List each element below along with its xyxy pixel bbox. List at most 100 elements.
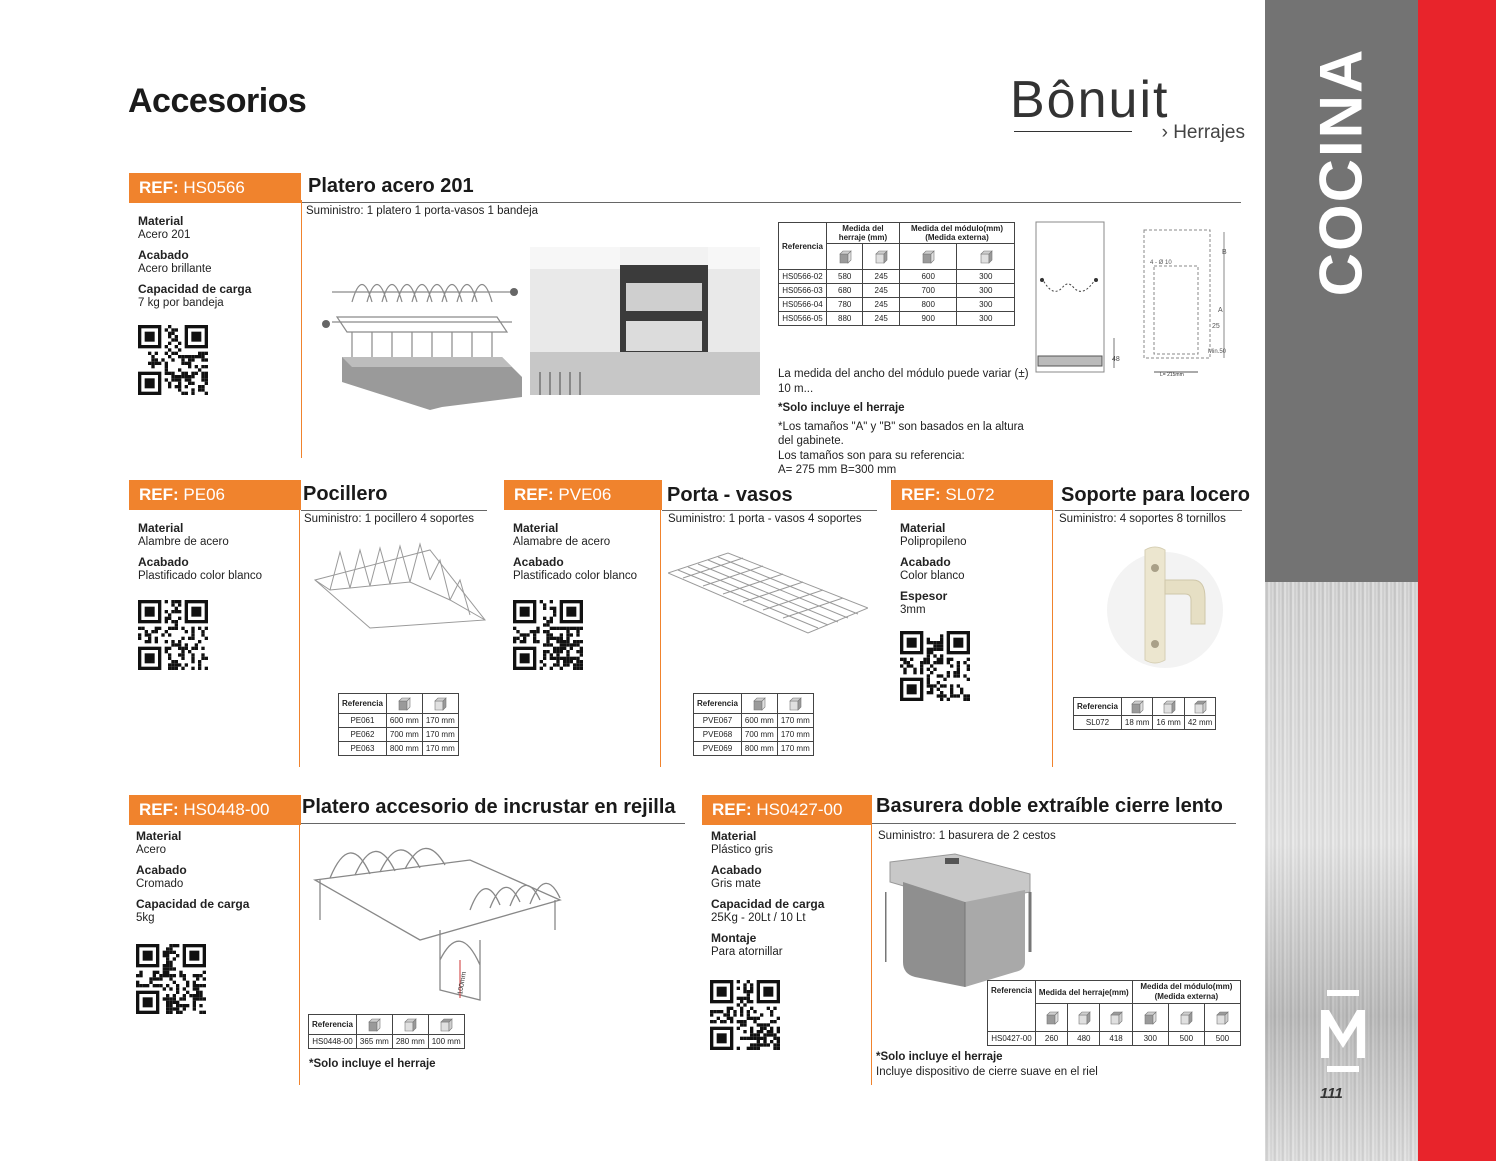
title-rule: [301, 823, 685, 824]
product-title-hs0566: Platero acero 201: [308, 175, 474, 197]
height-cube-icon: [1109, 1010, 1123, 1025]
svg-text:48: 48: [1112, 356, 1120, 363]
product-title-pe06: Pocillero: [303, 483, 388, 505]
svg-text:Min.50: Min.50: [1208, 349, 1227, 355]
title-rule: [872, 823, 1236, 824]
note-hs0448: *Solo incluye el herraje: [309, 1058, 436, 1070]
brand-underline: [1014, 131, 1132, 132]
supply-text: Suministro: 1 porta - vasos 4 soportes: [668, 513, 862, 525]
depth-cube-icon: [1077, 1010, 1091, 1025]
th-ref: Referencia: [778, 222, 827, 270]
supply-text: Suministro: 4 soportes 8 tornillos: [1059, 513, 1226, 525]
qr-code-icon[interactable]: [513, 600, 583, 670]
width-cube-icon: [1130, 699, 1144, 714]
supply-text: Suministro: 1 platero 1 porta-vasos 1 ba…: [306, 205, 539, 217]
product-title-sl072: Soporte para locero: [1061, 484, 1250, 506]
product-title-hs0427: Basurera doble extraíble cierre lento: [876, 795, 1223, 817]
ref-badge-hs0427: REF: HS0427-00: [702, 795, 872, 825]
svg-text:L= 215mm: L= 215mm: [1160, 372, 1184, 378]
th-module: Medida del módulo(mm) (Medida externa): [898, 222, 1016, 244]
page-number: 111: [1320, 1085, 1343, 1102]
qr-code-icon[interactable]: [136, 944, 206, 1014]
product-title-hs0448: Platero accesorio de incrustar en rejill…: [302, 796, 676, 818]
title-rule: [1055, 510, 1242, 511]
qr-code-icon[interactable]: [900, 631, 970, 701]
depth-cube-icon: [979, 249, 993, 264]
qr-code-icon[interactable]: [138, 600, 208, 670]
svg-text:25: 25: [1212, 323, 1220, 330]
title-rule: [301, 510, 487, 511]
ref-badge-sl072: REF: SL072: [891, 480, 1053, 510]
ref-badge-pe06: REF: PE06: [129, 480, 301, 510]
sidebar-gray-panel: [1265, 0, 1418, 582]
column-divider: [301, 200, 302, 458]
size-table-hs0427: Referencia Medida del herraje(mm) Medida…: [987, 980, 1242, 1046]
sidebar-metal-panel: [1265, 582, 1418, 1161]
depth-cube-icon: [1179, 1010, 1194, 1025]
title-rule: [301, 202, 1241, 203]
brand-subtitle: › Herrajes: [1161, 122, 1245, 143]
notes-hs0427: *Solo incluye el herraje Incluye disposi…: [876, 1051, 1098, 1078]
width-cube-icon: [921, 249, 935, 264]
width-cube-icon: [752, 696, 767, 711]
glass-rack-image: [668, 552, 868, 634]
size-table-hs0566: Referencia Medida del herraje (mm) Medid…: [778, 222, 1016, 326]
width-cube-icon: [1143, 1010, 1157, 1025]
in-grid-dish-rack-image: 100mm: [312, 847, 562, 1001]
notes-hs0566: La medida del ancho del módulo puede var…: [778, 368, 1029, 476]
brand-logo: Bônuit › Herrajes: [1010, 72, 1245, 147]
depth-cube-icon: [874, 249, 888, 264]
supply-text: Suministro: 1 basurera de 2 cestos: [878, 830, 1056, 842]
width-cube-icon: [397, 696, 412, 711]
sidebar-red-strip: [1418, 0, 1496, 1161]
column-divider: [660, 480, 661, 767]
technical-side-drawing: 4 - Ø 10 B A 25 Min.50 L= 215mm: [1143, 229, 1227, 378]
double-waste-bin-image: [885, 853, 1032, 987]
height-cube-icon: [439, 1017, 453, 1032]
depth-cube-icon: [1162, 699, 1176, 714]
column-divider: [1052, 480, 1053, 767]
installed-cabinet-image: [530, 247, 760, 395]
brand-name: Bônuit: [1010, 71, 1170, 129]
height-cube-icon: [1215, 1010, 1230, 1025]
product-title-pve06: Porta - vasos: [667, 484, 793, 506]
width-cube-icon: [1045, 1010, 1059, 1025]
section-label: COCINA: [1307, 47, 1375, 297]
brand-m-logo-icon: [1321, 990, 1365, 1072]
page-title: Accesorios: [128, 82, 307, 120]
height-cube-icon: [1193, 699, 1207, 714]
cup-rack-image: [313, 542, 486, 629]
column-divider: [871, 795, 872, 1085]
svg-text:A: A: [1218, 307, 1223, 314]
ref-badge-hs0448: REF: HS0448-00: [129, 795, 301, 825]
width-cube-icon: [367, 1017, 382, 1032]
qr-code-icon[interactable]: [138, 325, 208, 395]
supply-text: Suministro: 1 pocillero 4 soportes: [304, 513, 475, 525]
ref-badge-pve06: REF: PVE06: [504, 480, 662, 510]
qr-code-icon[interactable]: [710, 980, 780, 1050]
technical-front-drawing: 48: [1035, 221, 1120, 373]
ref-badge-hs0566: REF: HS0566: [129, 173, 301, 203]
depth-cube-icon: [403, 1017, 418, 1032]
depth-cube-icon: [433, 696, 448, 711]
